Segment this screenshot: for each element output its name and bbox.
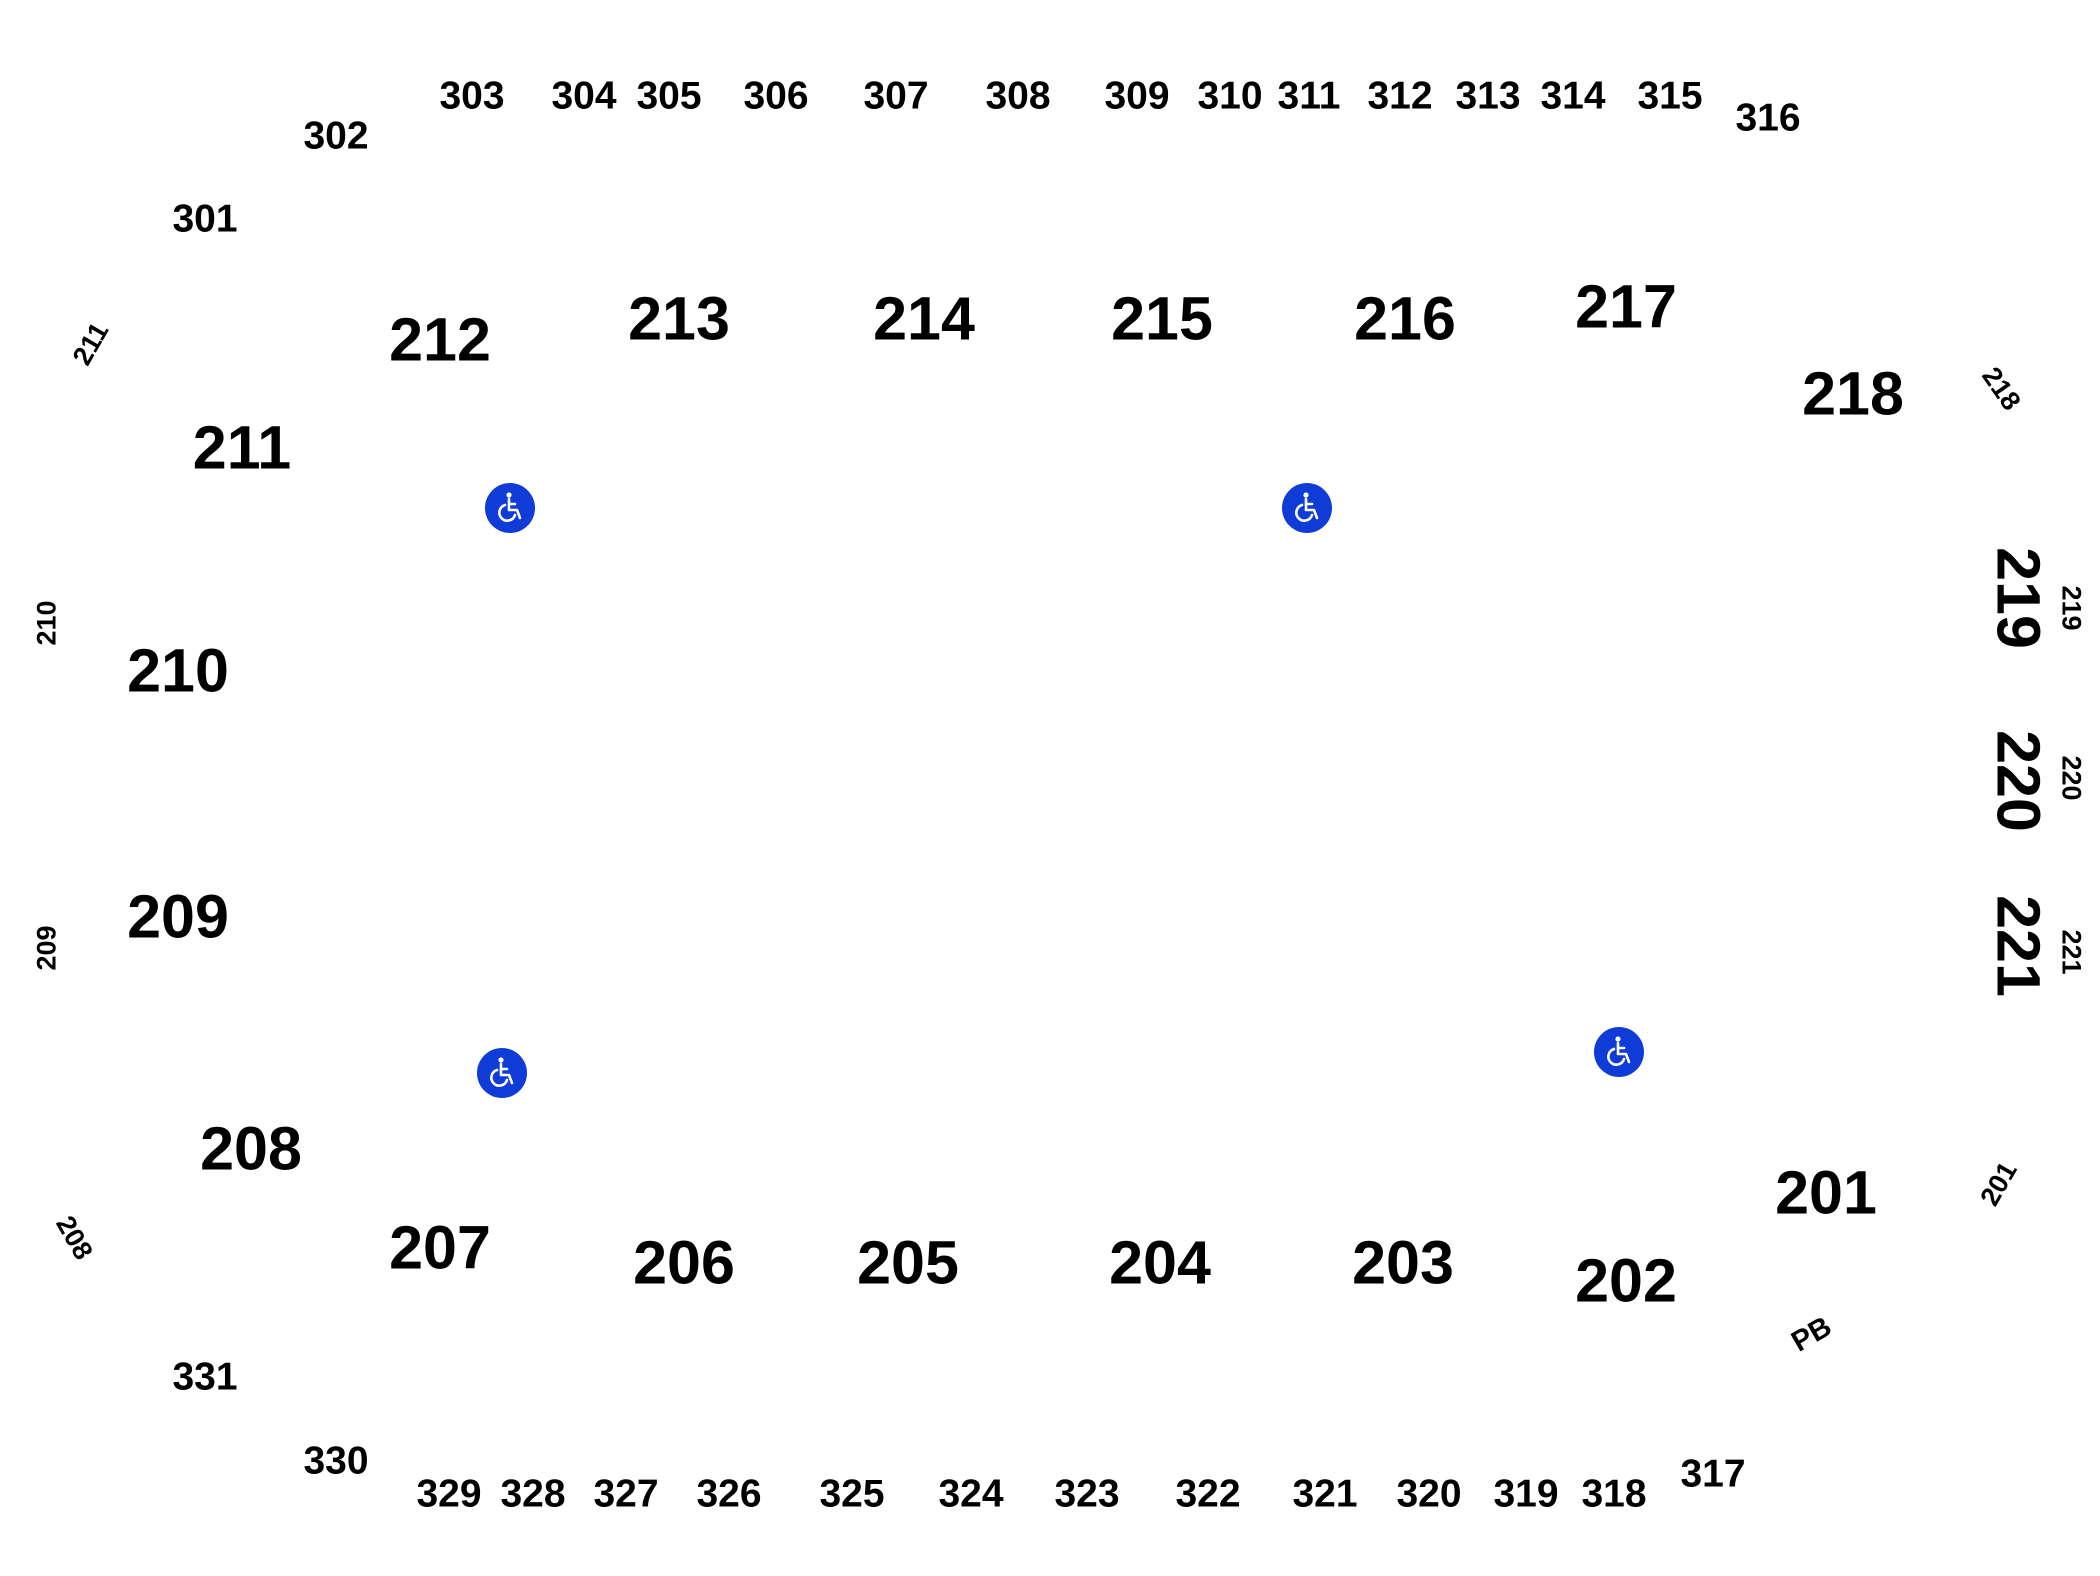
section-308[interactable]: 308 [985, 74, 1051, 118]
section-221[interactable]: 221 [1984, 895, 2053, 997]
section-208[interactable]: 208 [200, 1114, 302, 1183]
press-box-label: PB [1786, 1310, 1838, 1359]
section-220[interactable]: 220 [1984, 730, 2053, 832]
section-313[interactable]: 313 [1455, 74, 1521, 118]
section-205[interactable]: 205 [857, 1228, 959, 1297]
wheelchair-icon[interactable] [477, 1048, 527, 1098]
section-324[interactable]: 324 [938, 1472, 1004, 1516]
section-213[interactable]: 213 [628, 284, 730, 353]
edge-marker-221: 221 [2056, 929, 2087, 975]
section-214[interactable]: 214 [873, 284, 975, 353]
wheelchair-icon[interactable] [1594, 1027, 1644, 1077]
wheelchair-icon[interactable] [485, 483, 535, 533]
section-312[interactable]: 312 [1367, 74, 1433, 118]
section-218[interactable]: 218 [1802, 359, 1904, 428]
section-206[interactable]: 206 [633, 1228, 735, 1297]
edge-marker-210: 210 [31, 600, 62, 646]
edge-marker-211: 211 [66, 317, 115, 371]
edge-marker-201: 201 [1974, 1156, 2023, 1211]
section-323[interactable]: 323 [1054, 1472, 1120, 1516]
section-305[interactable]: 305 [636, 74, 702, 118]
section-303[interactable]: 303 [439, 74, 505, 118]
section-219[interactable]: 219 [1984, 547, 2053, 649]
section-328[interactable]: 328 [500, 1472, 566, 1516]
section-216[interactable]: 216 [1354, 284, 1456, 353]
edge-marker-219: 219 [2056, 585, 2087, 631]
section-318[interactable]: 318 [1581, 1472, 1647, 1516]
section-217[interactable]: 217 [1575, 272, 1677, 341]
edge-marker-208: 208 [50, 1210, 99, 1265]
section-301[interactable]: 301 [172, 197, 238, 241]
section-314[interactable]: 314 [1540, 74, 1606, 118]
section-207[interactable]: 207 [389, 1213, 491, 1282]
section-315[interactable]: 315 [1637, 74, 1703, 118]
section-202[interactable]: 202 [1575, 1246, 1677, 1315]
section-320[interactable]: 320 [1396, 1472, 1462, 1516]
section-330[interactable]: 330 [303, 1439, 369, 1483]
section-327[interactable]: 327 [593, 1472, 659, 1516]
section-304[interactable]: 304 [551, 74, 617, 118]
wheelchair-icon[interactable] [1282, 483, 1332, 533]
section-201[interactable]: 201 [1775, 1158, 1877, 1227]
section-204[interactable]: 204 [1109, 1228, 1211, 1297]
section-306[interactable]: 306 [743, 74, 809, 118]
section-211[interactable]: 211 [192, 413, 292, 482]
section-316[interactable]: 316 [1735, 96, 1801, 140]
section-309[interactable]: 309 [1104, 74, 1170, 118]
section-209[interactable]: 209 [127, 882, 229, 951]
section-307[interactable]: 307 [863, 74, 929, 118]
section-322[interactable]: 322 [1175, 1472, 1241, 1516]
section-302[interactable]: 302 [303, 114, 369, 158]
section-317[interactable]: 317 [1680, 1452, 1746, 1496]
section-325[interactable]: 325 [819, 1472, 885, 1516]
section-311[interactable]: 311 [1277, 74, 1341, 118]
section-210[interactable]: 210 [127, 636, 229, 705]
section-321[interactable]: 321 [1292, 1472, 1358, 1516]
section-319[interactable]: 319 [1493, 1472, 1559, 1516]
edge-marker-218: 218 [1976, 361, 2027, 416]
section-212[interactable]: 212 [389, 305, 491, 374]
section-331[interactable]: 331 [172, 1355, 238, 1399]
edge-marker-220: 220 [2056, 755, 2087, 801]
section-329[interactable]: 329 [416, 1472, 482, 1516]
section-326[interactable]: 326 [696, 1472, 762, 1516]
section-203[interactable]: 203 [1352, 1228, 1454, 1297]
section-215[interactable]: 215 [1111, 284, 1213, 353]
section-310[interactable]: 310 [1197, 74, 1263, 118]
edge-marker-209: 209 [31, 925, 62, 971]
